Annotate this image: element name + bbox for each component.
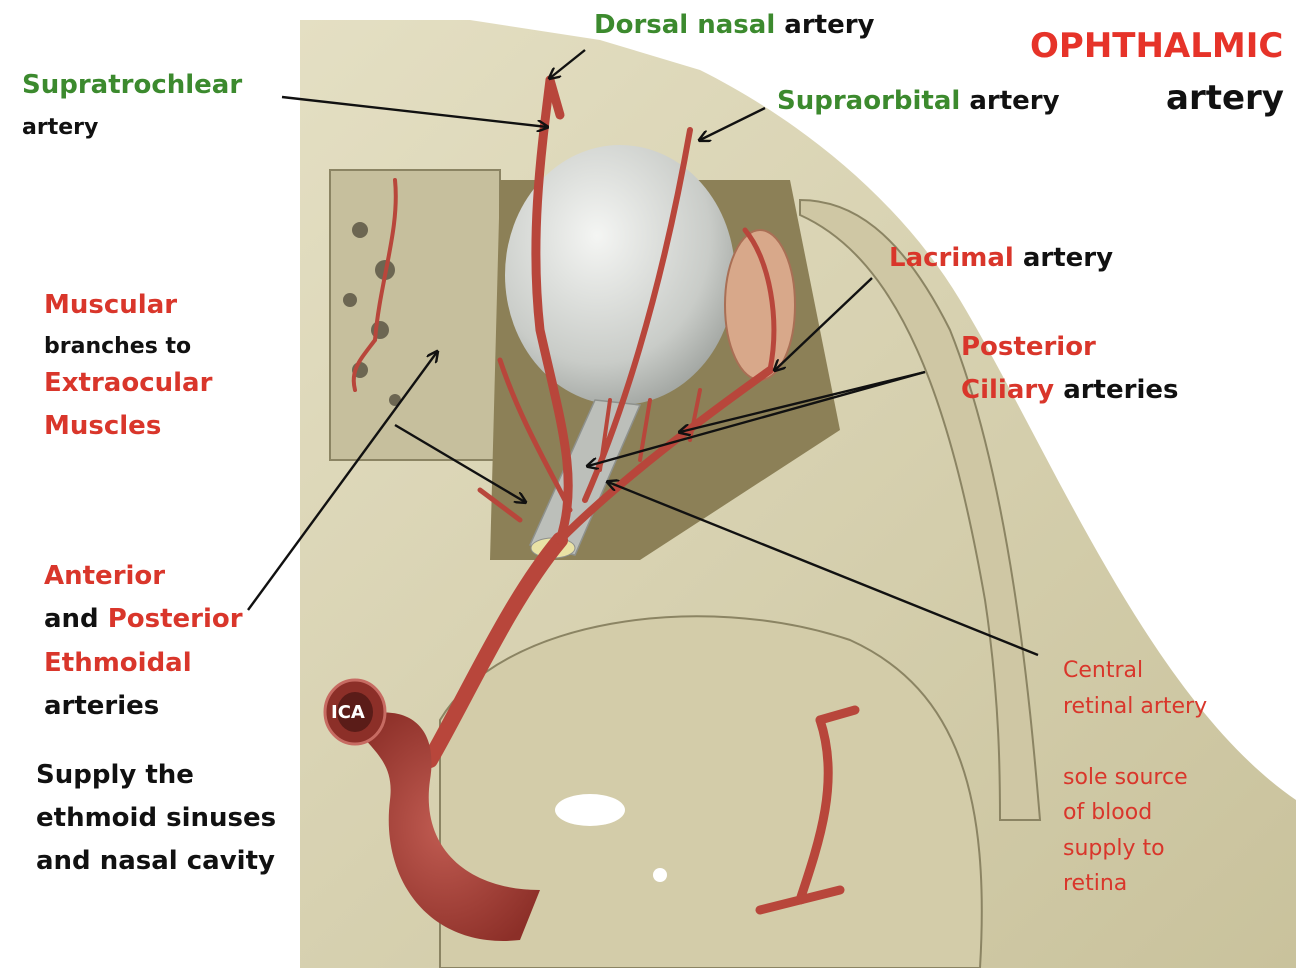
foramen-small xyxy=(653,868,667,882)
label-supratrochlear: Supratrochlear xyxy=(22,70,243,100)
orbital-rim xyxy=(799,198,1042,821)
label-retina-note-line2: of blood xyxy=(1063,800,1153,825)
label-ethmoidal-line2: and Posterior xyxy=(44,604,243,634)
callout-arrows xyxy=(247,49,1039,657)
label-muscular-line3: Extraocular xyxy=(44,368,213,398)
label-posterior-ciliary-line1: Posterior xyxy=(961,332,1096,362)
foramen xyxy=(555,794,625,826)
label-dorsal-nasal: Dorsal nasal artery xyxy=(594,10,875,40)
label-supply-line2: ethmoid sinuses xyxy=(36,803,277,833)
label-muscular-line1: Muscular xyxy=(44,290,178,320)
label-muscular-line4: Muscles xyxy=(44,411,162,441)
label-lacrimal: Lacrimal artery xyxy=(889,243,1114,273)
label-retina-note-line1: sole source xyxy=(1063,765,1188,790)
label-supratrochlear-suffix: artery xyxy=(22,115,99,140)
title-line1: OPHTHALMIC xyxy=(1030,26,1284,66)
label-supraorbital: Supraorbital artery xyxy=(777,86,1060,116)
label-ica: ICA xyxy=(331,702,365,723)
label-central-retinal-line1: Central xyxy=(1063,658,1144,683)
label-ethmoidal-line4: arteries xyxy=(44,691,160,721)
label-retina-note-line4: retina xyxy=(1063,871,1128,896)
middle-cranial-fossa xyxy=(439,615,983,968)
label-supply-line1: Supply the xyxy=(36,760,194,790)
title-line2: artery xyxy=(1166,78,1284,118)
ethmoid-region xyxy=(329,169,501,461)
ica-vessel xyxy=(350,712,540,941)
label-muscular-line2: branches to xyxy=(44,334,192,359)
label-retina-note-line3: supply to xyxy=(1063,836,1165,861)
label-central-retinal-line2: retinal artery xyxy=(1063,694,1208,719)
label-ethmoidal-line3: Ethmoidal xyxy=(44,648,192,678)
label-posterior-ciliary-line2: Ciliary arteries xyxy=(961,375,1179,405)
label-ethmoidal-line1: Anterior xyxy=(44,561,166,591)
label-supply-line3: and nasal cavity xyxy=(36,846,275,876)
